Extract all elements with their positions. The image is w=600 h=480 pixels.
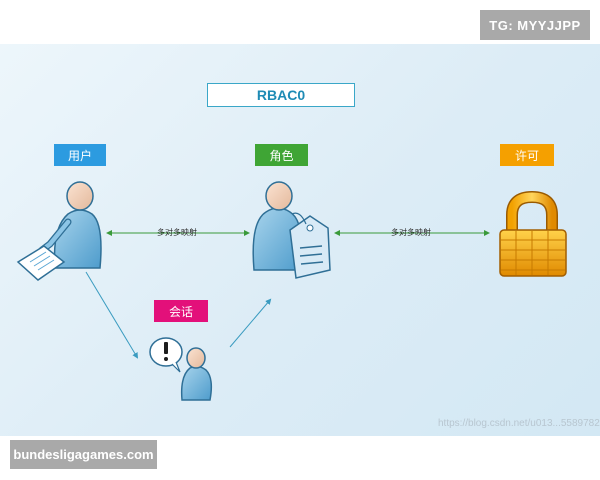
role-icon <box>252 181 331 279</box>
speech-bubble-icon <box>149 337 183 373</box>
watermark-text: https://blog.csdn.net/u013...5589782 <box>438 418 600 429</box>
session-role-arrow <box>229 298 272 348</box>
padlock-icon <box>499 190 567 277</box>
telegram-badge: TG: MYYJJPP <box>480 10 590 40</box>
role-permission-edge-label: 多对多映射 <box>391 228 431 237</box>
session-label: 会话 <box>154 300 208 322</box>
user-role-edge-label: 多对多映射 <box>157 228 197 237</box>
user-label: 用户 <box>54 144 106 166</box>
site-badge: bundesligagames.com <box>10 440 157 469</box>
user-session-arrow <box>85 271 139 359</box>
user-icon <box>16 181 102 281</box>
permission-label: 许可 <box>500 144 554 166</box>
document-icon <box>16 245 66 281</box>
session-icon <box>149 337 213 401</box>
diagram-title: RBAC0 <box>207 83 355 107</box>
role-label: 角色 <box>255 144 308 166</box>
tag-icon <box>289 212 331 279</box>
